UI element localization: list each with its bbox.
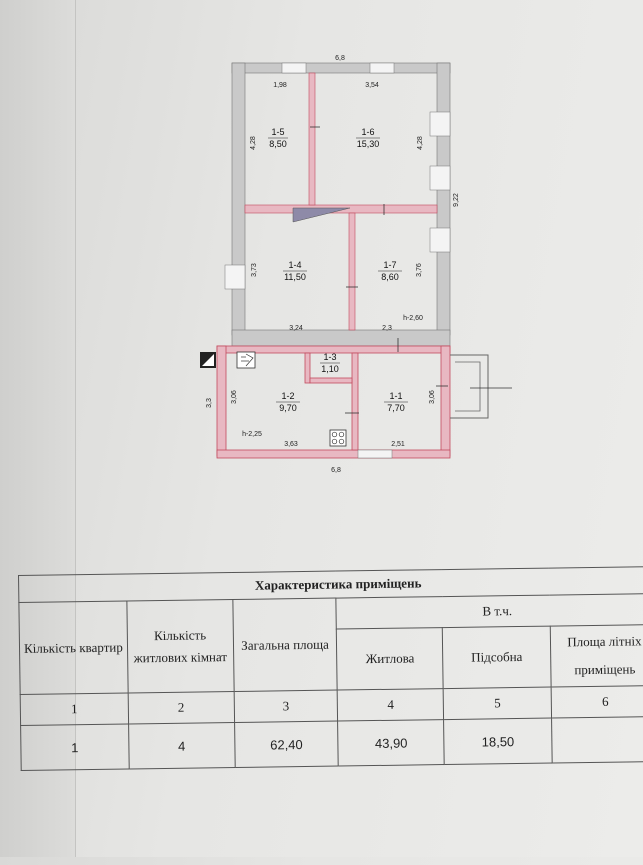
column-index: 4	[337, 688, 444, 722]
column-index: 6	[551, 685, 643, 719]
dim-room11-height: 3,06	[429, 390, 436, 404]
height-lower: h-2,25	[242, 431, 262, 438]
dim-room14-width: 3,24	[289, 325, 303, 332]
room-id: 1-2	[281, 391, 294, 401]
value-summer	[551, 716, 643, 764]
column-index: 2	[127, 691, 235, 724]
value-auxiliary: 18,50	[443, 718, 553, 765]
room-area: 9,70	[279, 403, 297, 413]
header-total-area: Загальна площа	[232, 598, 338, 692]
dim-right-overall: 9,22	[453, 193, 460, 207]
left-page-edge	[0, 0, 76, 857]
dim-room14-height: 3,73	[251, 263, 258, 277]
column-index: 5	[443, 687, 552, 720]
room-id: 1-6	[361, 127, 374, 137]
dim-top-right-room: 3,54	[365, 82, 379, 89]
floor-plan: 6,8 1,98 3,54 9,22 4,28 4,28 3,73 3,76 3…	[200, 55, 512, 474]
room-area: 7,70	[387, 403, 405, 413]
value-living-rooms: 4	[128, 722, 235, 769]
value-total-area: 62,40	[234, 721, 339, 768]
room-area: 1,10	[321, 364, 339, 374]
header-summer: Площа літніх приміщень	[550, 624, 643, 688]
header-auxiliary: Підсобна	[442, 626, 552, 689]
room-id: 1-5	[271, 127, 284, 137]
dim-left-bottom: 3,3	[206, 398, 213, 408]
dim-room17-height: 3,76	[416, 263, 423, 277]
rooms-characteristics-table: Характеристика приміщень Кількість кварт…	[18, 566, 643, 865]
value-apartments: 1	[20, 723, 130, 771]
dim-top-left-room: 1,98	[273, 82, 287, 89]
dim-room15-height: 4,28	[250, 136, 257, 150]
height-upper: h-2,60	[403, 315, 423, 322]
column-index: 3	[233, 690, 339, 723]
room-area: 15,30	[357, 139, 380, 149]
dim-room11-width: 2,51	[391, 441, 405, 448]
column-index: 1	[20, 692, 129, 726]
room-area: 8,60	[381, 272, 399, 282]
chimney-icon	[200, 352, 216, 368]
room-id: 1-1	[389, 391, 402, 401]
value-living: 43,90	[338, 719, 445, 767]
header-living-rooms: Кількість житлових кімнат	[126, 599, 234, 693]
room-id: 1-3	[323, 352, 336, 362]
stove-icon	[329, 429, 347, 447]
dim-room12-width: 3,63	[284, 441, 298, 448]
header-incl: В т.ч.	[336, 593, 643, 630]
room-area: 8,50	[269, 139, 287, 149]
header-apartments: Кількість квартир	[18, 600, 128, 695]
dim-room16-height: 4,28	[417, 136, 424, 150]
dim-top-overall: 6,8	[335, 55, 345, 62]
table-spacer	[21, 762, 643, 811]
boiler-icon	[236, 351, 256, 369]
header-living: Житлова	[336, 627, 444, 691]
room-id: 1-4	[288, 260, 301, 270]
room-id: 1-7	[383, 260, 396, 270]
dim-bottom-overall: 6,8	[331, 467, 341, 474]
dim-room12-height: 3,06	[231, 390, 238, 404]
room-area: 11,50	[284, 272, 306, 282]
dim-room17-width: 2,3	[382, 325, 392, 332]
